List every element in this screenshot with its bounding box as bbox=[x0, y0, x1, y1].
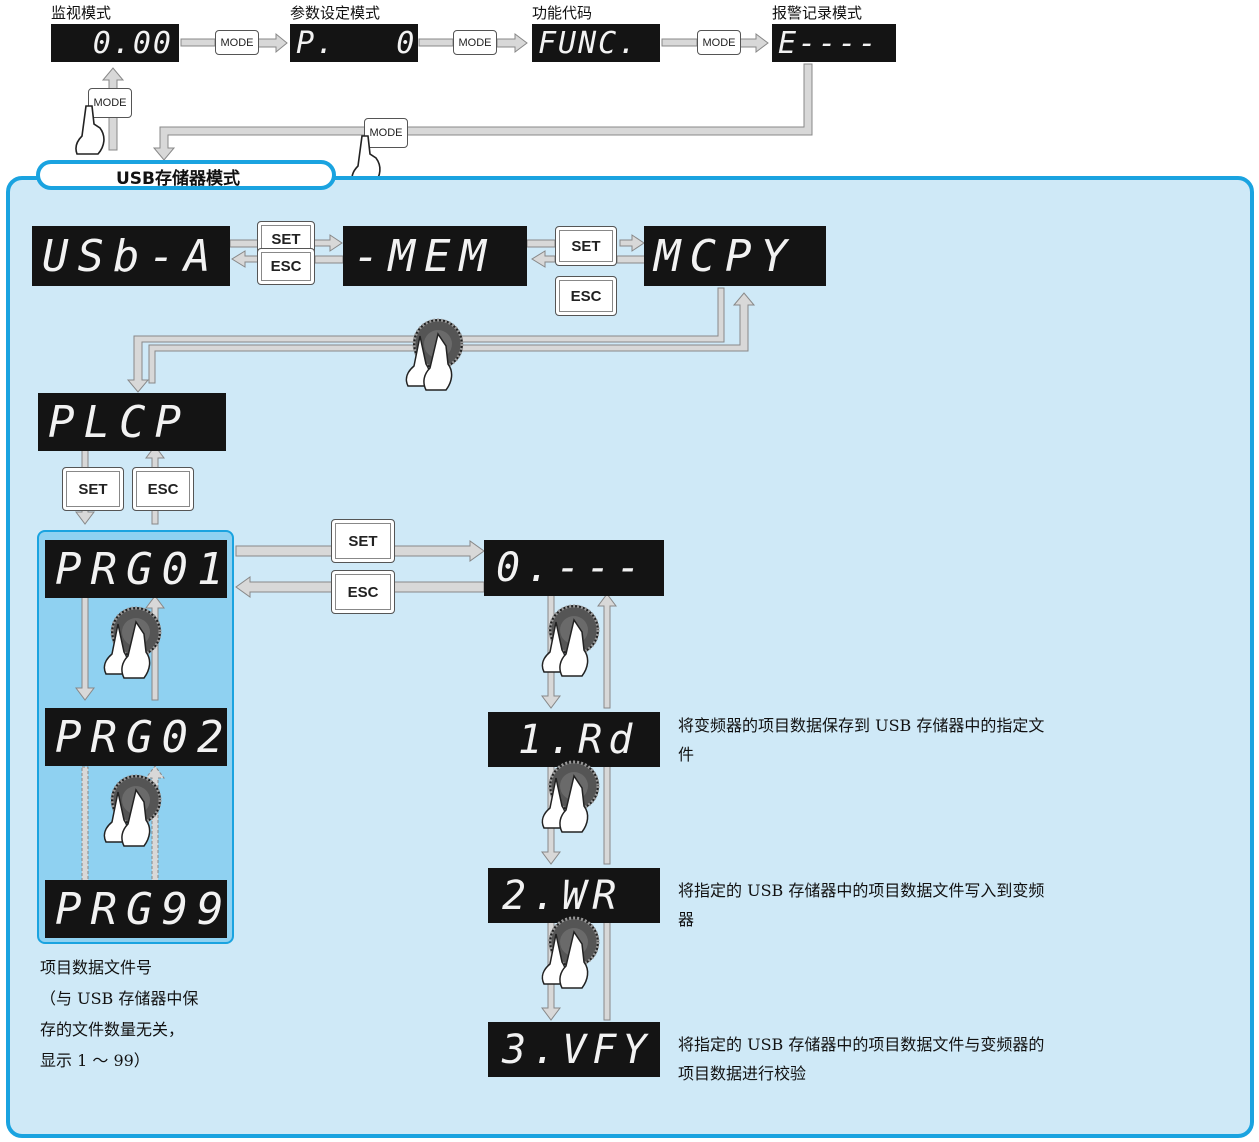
mode-label-parameter: 参数设定模式 bbox=[290, 4, 381, 22]
description-read: 将变频器的项目数据保存到 USB 存储器中的指定文 件 bbox=[678, 711, 1044, 769]
mode-button[interactable]: MODE bbox=[364, 118, 408, 148]
esc-button[interactable]: ESC bbox=[257, 248, 315, 285]
dial-turn-icon bbox=[404, 318, 464, 392]
dial-turn-icon bbox=[102, 774, 162, 848]
note-line: 项目数据文件号 bbox=[40, 958, 153, 977]
mode-button[interactable]: MODE bbox=[453, 30, 497, 55]
mode-button[interactable]: MODE bbox=[697, 30, 741, 55]
finger-press-icon bbox=[75, 105, 105, 155]
esc-button[interactable]: ESC bbox=[331, 570, 395, 614]
file-number-note: 项目数据文件号 （与 USB 存储器中保 存的文件数量无关， 显示 1 ～ 99… bbox=[40, 952, 198, 1076]
description-write: 将指定的 USB 存储器中的项目数据文件写入到变频 器 bbox=[678, 876, 1044, 934]
display-prg01: PRG01 bbox=[45, 540, 227, 598]
display-verify: 3.VFY bbox=[488, 1022, 660, 1077]
dial-turn-icon bbox=[540, 760, 600, 834]
description-line: 将指定的 USB 存储器中的项目数据文件与变频器的 bbox=[678, 1035, 1045, 1054]
dial-turn-icon bbox=[540, 604, 600, 678]
mode-label-monitor: 监视模式 bbox=[51, 4, 112, 22]
display-read: 1.Rd bbox=[488, 712, 660, 767]
note-line: 存的文件数量无关， bbox=[40, 1020, 185, 1039]
mode-label-alarm: 报警记录模式 bbox=[772, 4, 863, 22]
set-button[interactable]: SET bbox=[62, 467, 124, 511]
note-line: （与 USB 存储器中保 bbox=[40, 989, 199, 1008]
display-plcp: PLCP bbox=[38, 393, 226, 451]
display-select-0: 0.--- bbox=[484, 540, 664, 596]
dial-turn-icon bbox=[540, 916, 600, 990]
display-prg99: PRG99 bbox=[45, 880, 227, 938]
description-line: 将变频器的项目数据保存到 USB 存储器中的指定文 bbox=[678, 716, 1045, 735]
mode-button[interactable]: MODE bbox=[215, 30, 259, 55]
set-button[interactable]: SET bbox=[331, 519, 395, 563]
display-monitor: 0.00 bbox=[51, 24, 179, 62]
display-write: 2.WR bbox=[488, 868, 660, 923]
display-usb-a: USb-A bbox=[32, 226, 230, 286]
mode-button[interactable]: MODE bbox=[88, 88, 132, 118]
description-line: 件 bbox=[678, 745, 695, 764]
description-line: 器 bbox=[678, 910, 695, 929]
display-mem: -MEM bbox=[343, 226, 527, 286]
display-alarm: E---- bbox=[772, 24, 896, 62]
esc-button[interactable]: ESC bbox=[555, 276, 617, 316]
display-prg02: PRG02 bbox=[45, 708, 227, 766]
usb-mode-tab bbox=[36, 160, 336, 190]
note-line: 显示 1 ～ 99） bbox=[40, 1051, 150, 1070]
usb-mode-title: USB存储器模式 bbox=[116, 169, 241, 189]
esc-button[interactable]: ESC bbox=[132, 467, 194, 511]
set-button[interactable]: SET bbox=[555, 226, 617, 266]
display-parameter: P. 0 bbox=[290, 24, 418, 62]
description-verify: 将指定的 USB 存储器中的项目数据文件与变频器的 项目数据进行校验 bbox=[678, 1030, 1044, 1088]
dial-turn-icon bbox=[102, 606, 162, 680]
description-line: 将指定的 USB 存储器中的项目数据文件写入到变频 bbox=[678, 881, 1045, 900]
display-mcpy: MCPY bbox=[644, 226, 826, 286]
description-line: 项目数据进行校验 bbox=[678, 1064, 807, 1083]
mode-label-function-code: 功能代码 bbox=[532, 4, 593, 22]
display-function-code: FUNC. bbox=[532, 24, 660, 62]
